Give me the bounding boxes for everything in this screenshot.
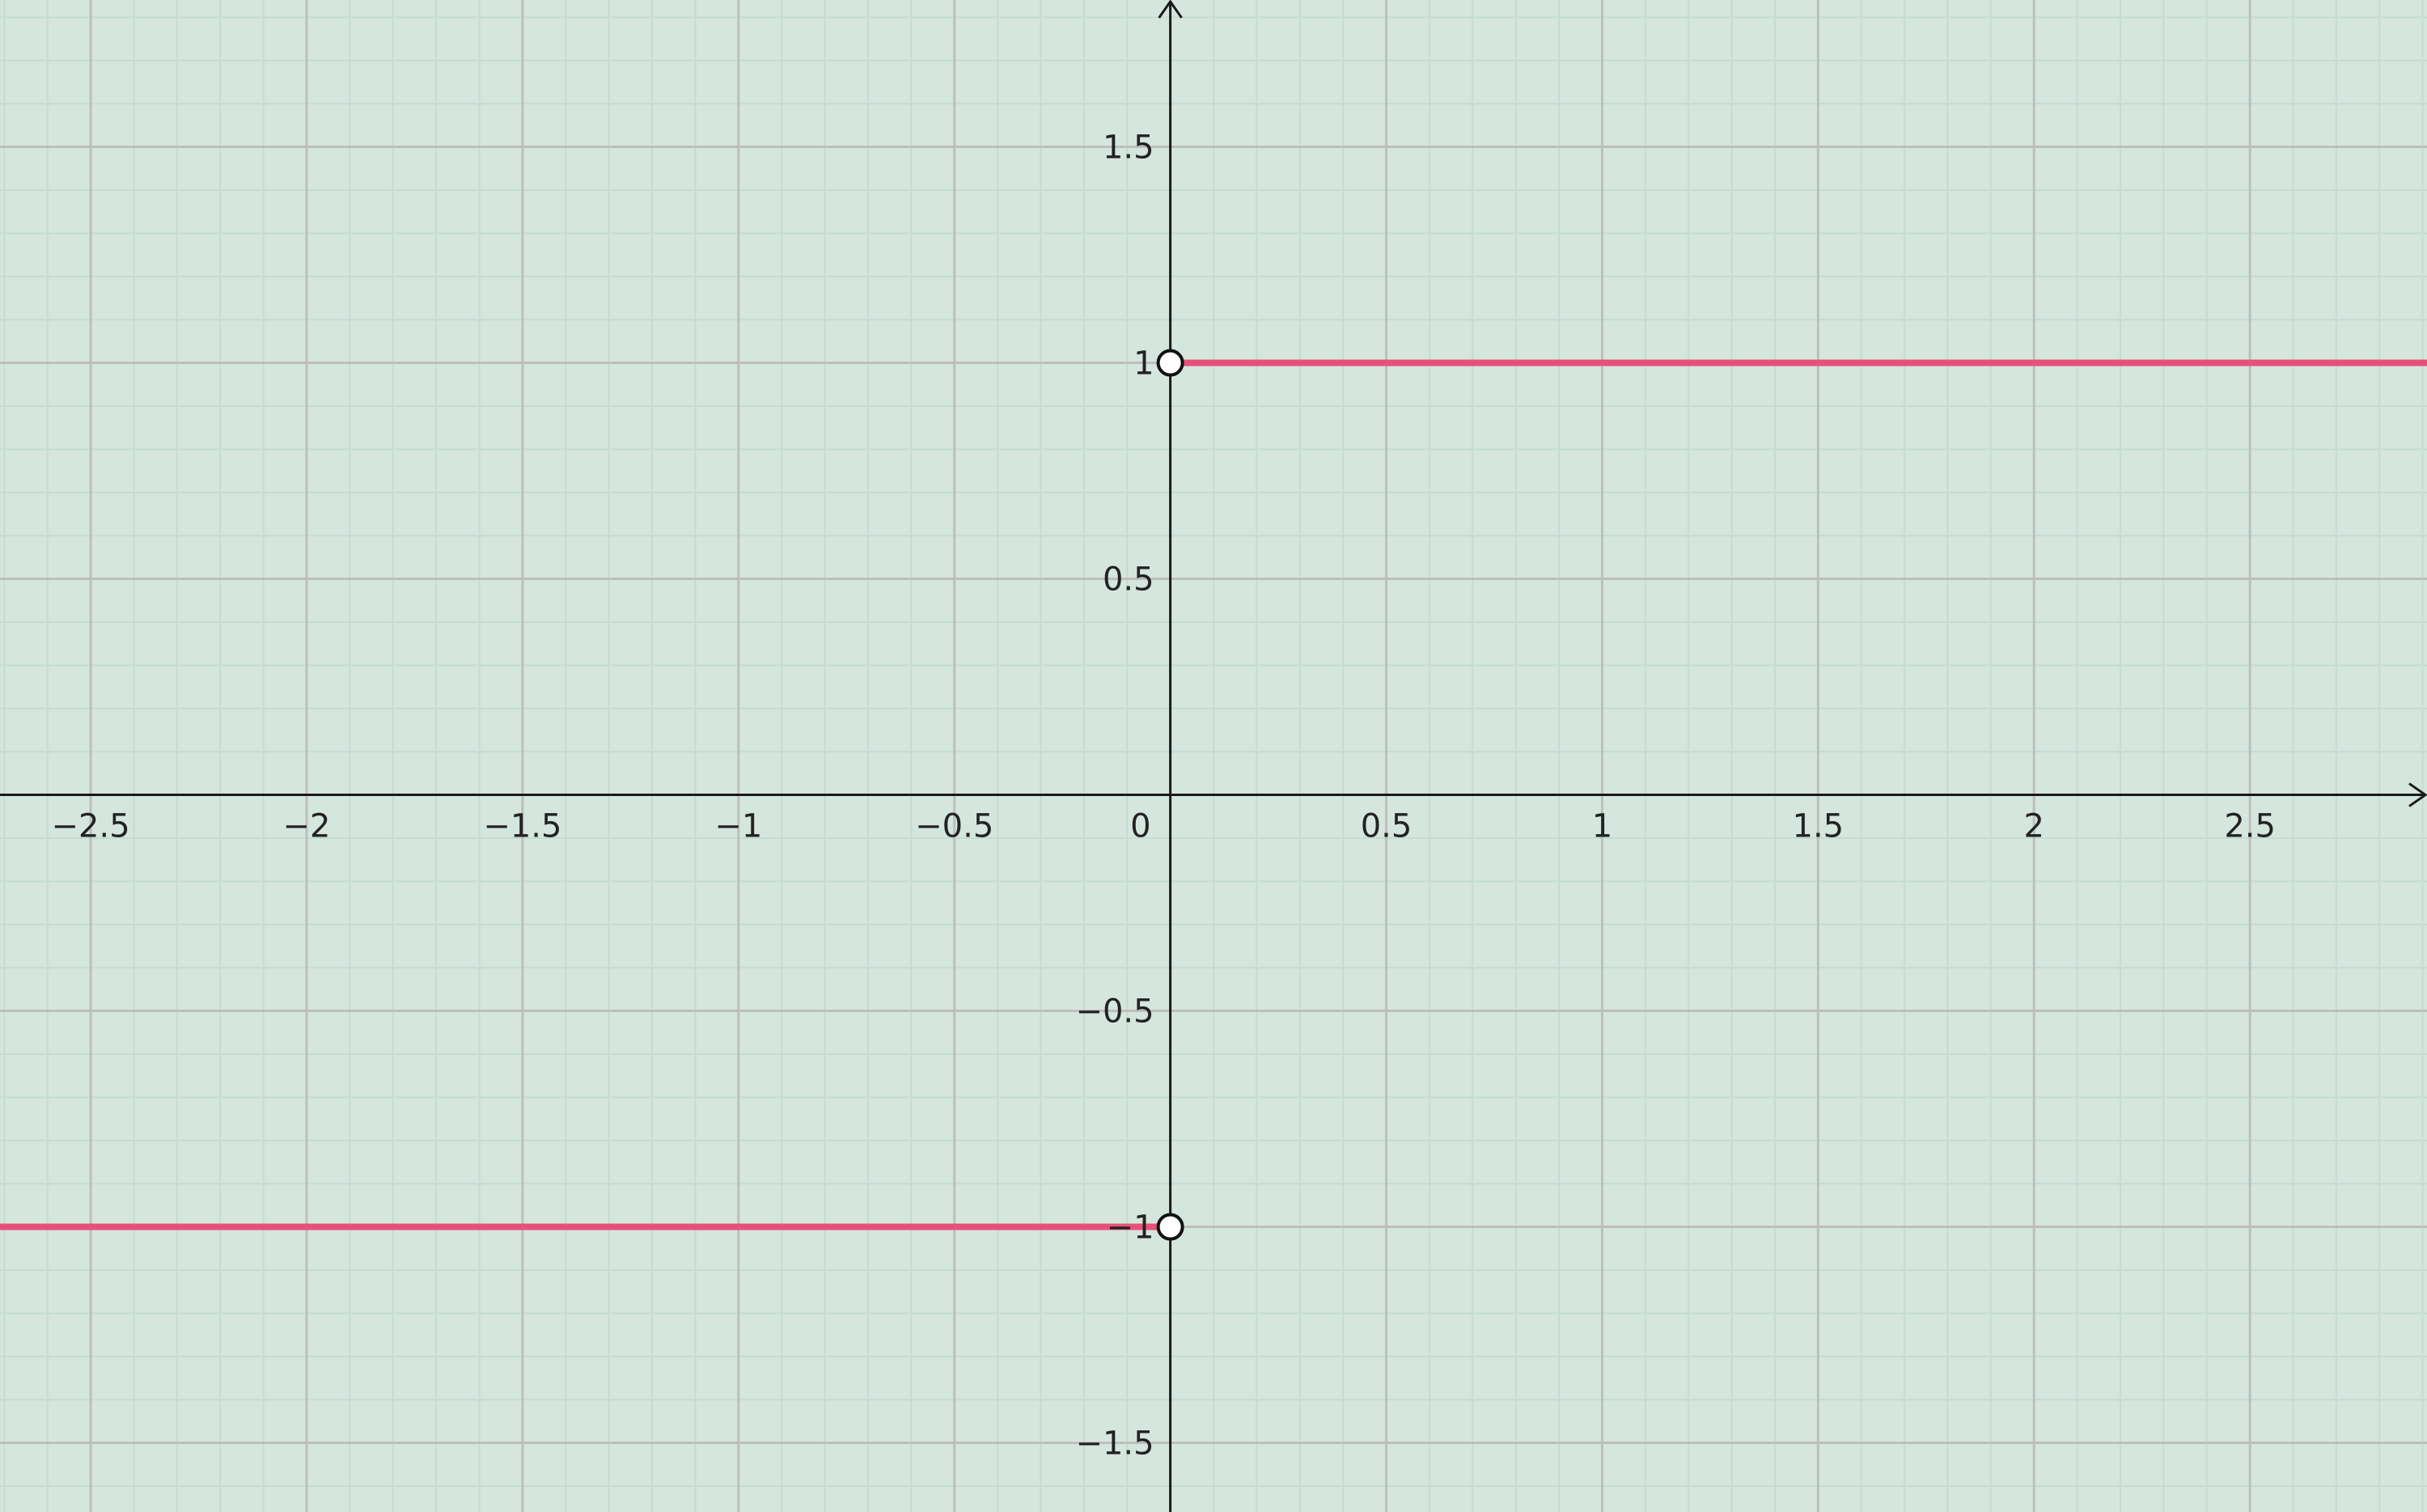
y-axis-arrow-icon	[1158, 0, 1183, 19]
x-tick-label: 2.5	[2224, 808, 2276, 845]
x-tick-label: −0.5	[915, 808, 993, 845]
x-tick-label: −2.5	[52, 808, 130, 845]
x-tick-label: 1	[1592, 808, 1612, 845]
y-tick-label: −0.5	[1075, 993, 1154, 1031]
series-layer	[0, 359, 2427, 1230]
x-tick-label: −1	[714, 808, 762, 845]
origin-label: 0	[1130, 808, 1150, 845]
x-tick-label: 1.5	[1793, 808, 1845, 845]
y-tick-label: 1	[1133, 345, 1154, 383]
open-points-layer	[1156, 349, 1184, 1241]
x-tick-label: −2	[283, 808, 331, 845]
tick-labels-layer: −2.5 −2 −1.5 −1 −0.5 0.5 1 1.5 2 2.5 1.5 1 0.5 −0.5 −1…	[52, 129, 2276, 1463]
y-tick-label: −1.5	[1075, 1425, 1154, 1463]
y-tick-label: −1	[1107, 1209, 1154, 1247]
x-tick-label: 2	[2024, 808, 2044, 845]
open-point	[1156, 1213, 1184, 1241]
x-tick-label: 0.5	[1361, 808, 1413, 845]
y-tick-label: 1.5	[1103, 129, 1154, 167]
x-tick-label: −1.5	[483, 808, 561, 845]
x-axis-arrow-icon	[2408, 782, 2427, 807]
open-point	[1156, 349, 1184, 377]
y-tick-label: 0.5	[1103, 561, 1154, 599]
